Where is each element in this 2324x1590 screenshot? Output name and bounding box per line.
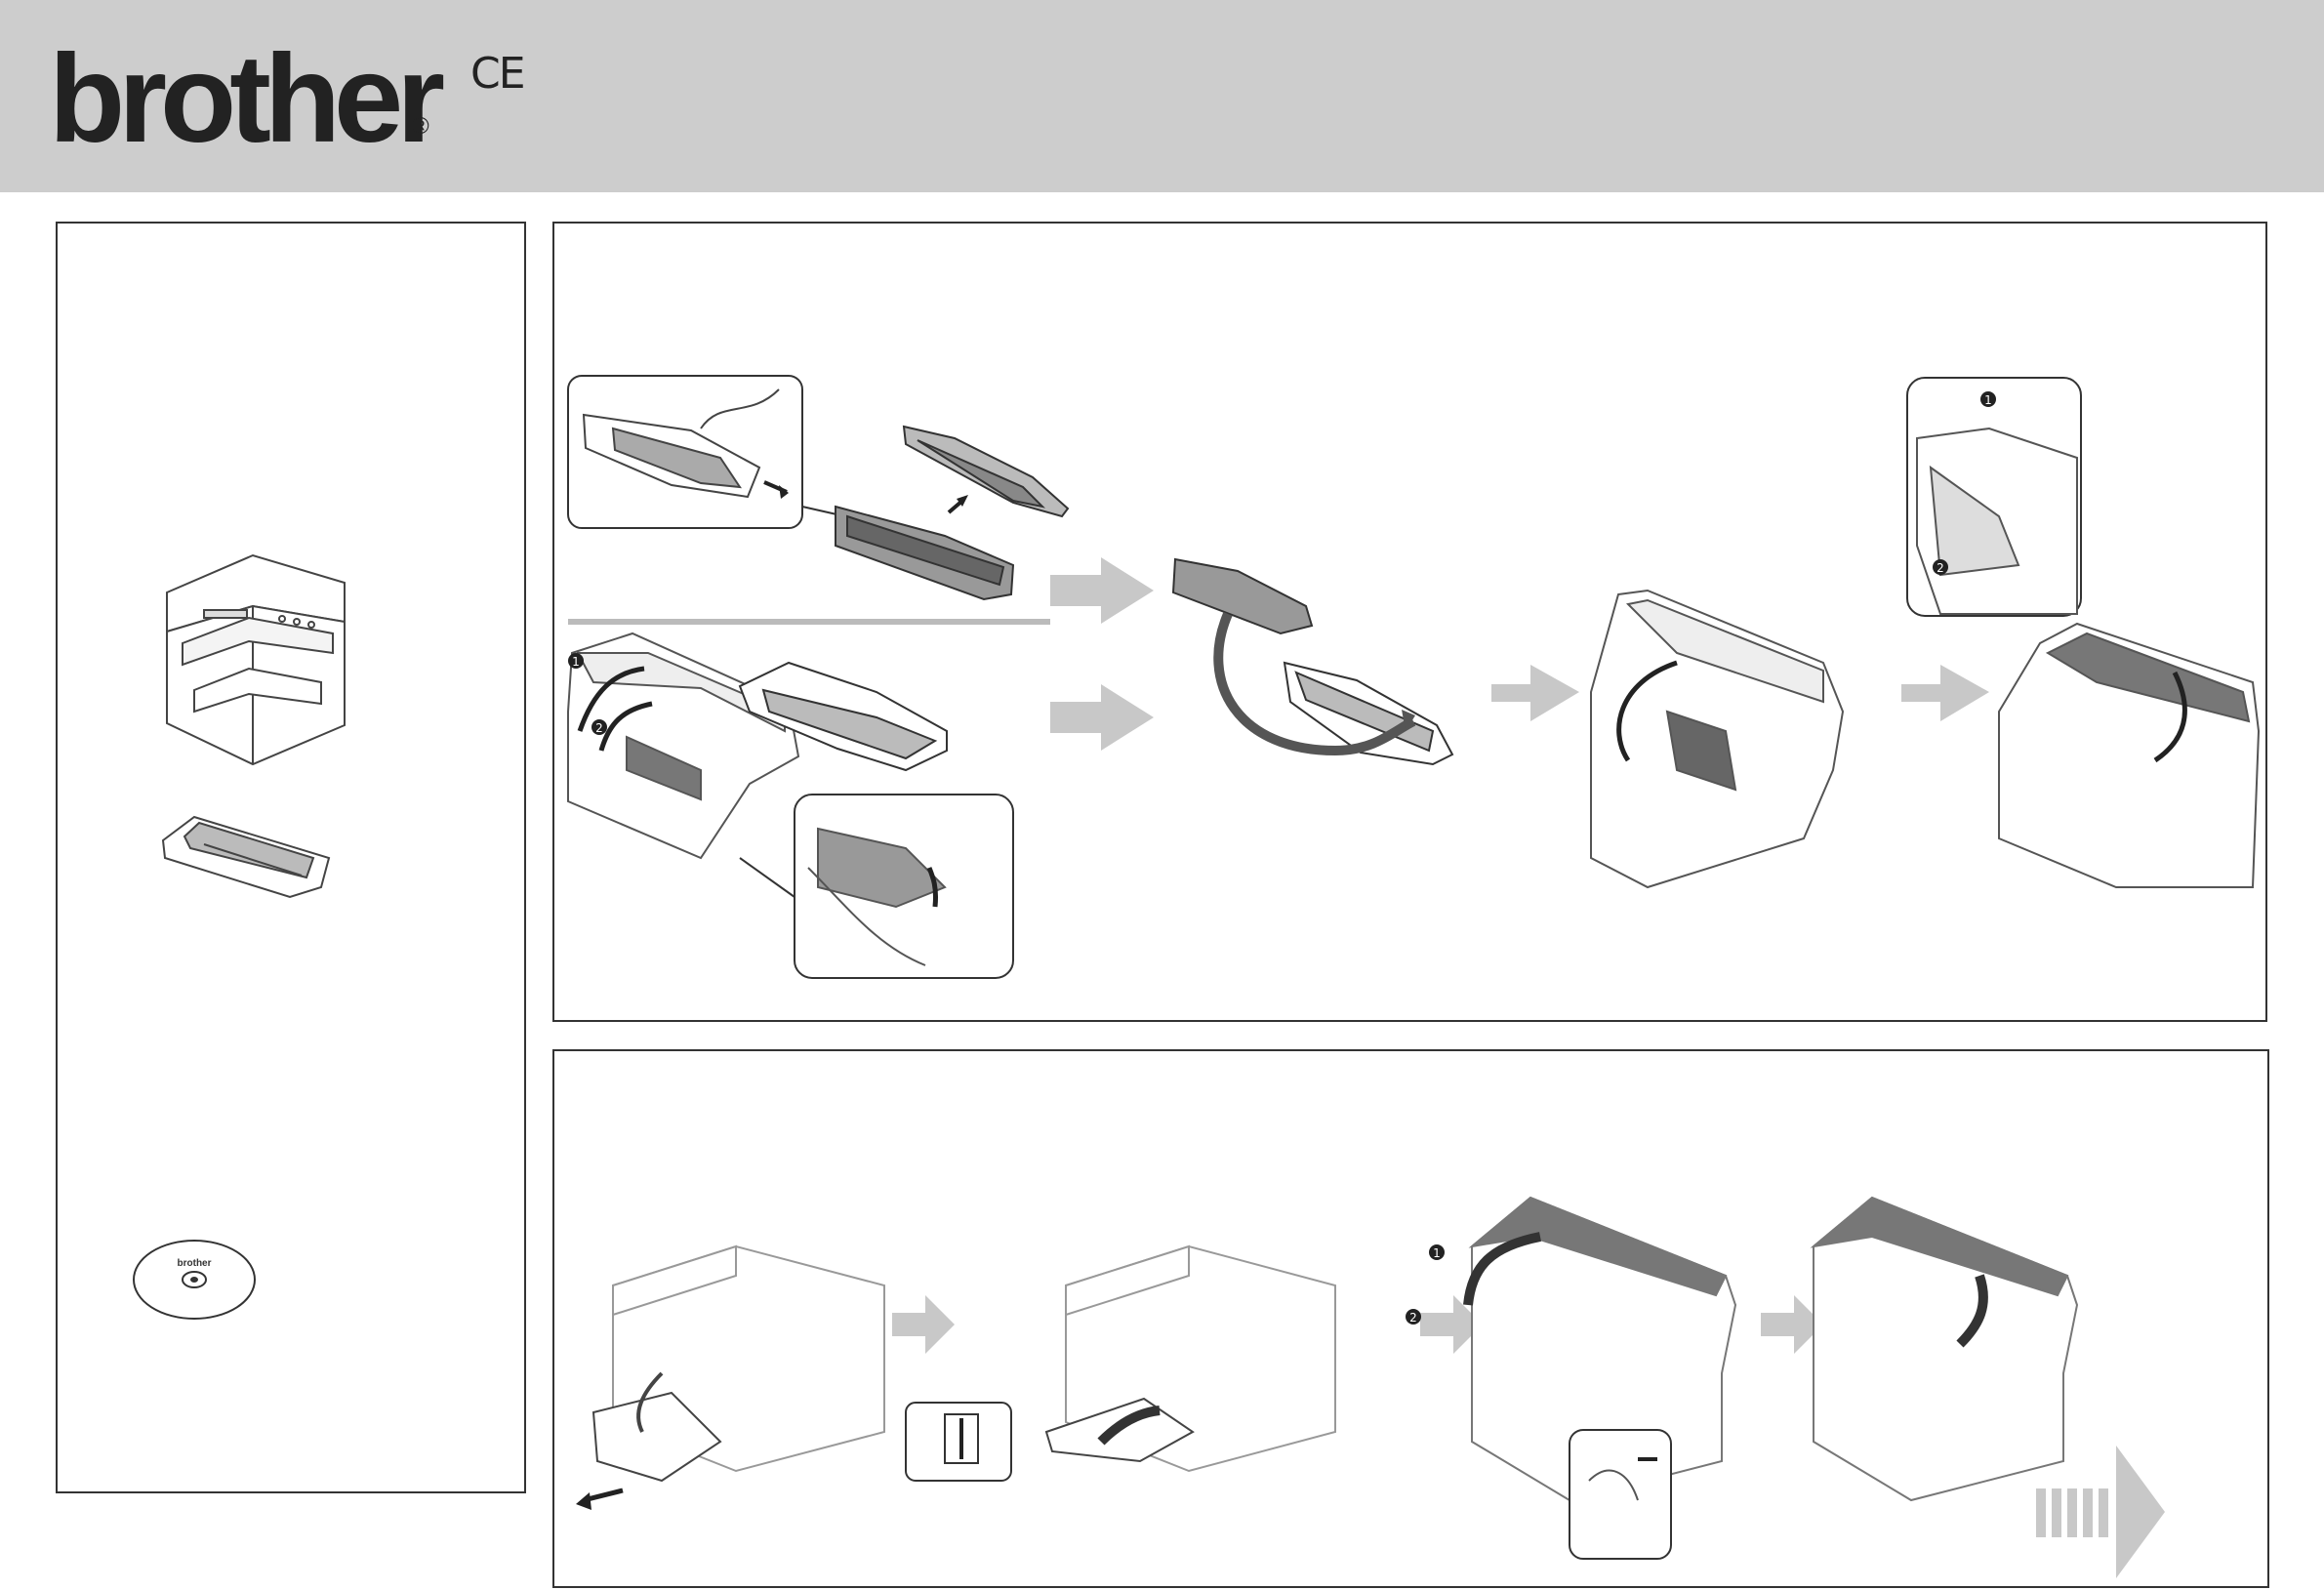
- paper-flow-arrow-1: [892, 1295, 955, 1354]
- open-cover-arrow-2: [598, 701, 653, 752]
- flow-arrow-2: [1050, 684, 1154, 751]
- printer-open-cover-paper: [1468, 1196, 1737, 1502]
- paper-loading-illustrations: 1 2: [576, 1196, 2165, 1578]
- flow-arrow-1: [1050, 557, 1154, 624]
- printer-install-drum: [1590, 589, 1845, 889]
- paper-step-1-marker: [1429, 1244, 1445, 1260]
- step-1-marker: [568, 653, 584, 669]
- close-step-1-label: 1: [1984, 393, 1992, 407]
- next-page-arrow: [2036, 1446, 2165, 1578]
- paper-step-1-label: 1: [1433, 1246, 1441, 1260]
- printer-load-paper: [1044, 1244, 1336, 1473]
- step-2-label: 2: [595, 721, 603, 735]
- close-step-1-marker: [1980, 391, 1996, 407]
- box-contents-illustrations: brother: [133, 553, 346, 1320]
- drum-installation-illustrations: 1 2: [567, 375, 2261, 979]
- paper-step-2-marker: [1406, 1309, 1421, 1325]
- brand-logo: brother: [49, 29, 445, 169]
- step-2-marker: [591, 719, 607, 735]
- ce-mark: CE: [470, 49, 526, 99]
- header-bar: brother ® CE: [0, 0, 2324, 192]
- flow-arrow-3: [1491, 665, 1579, 721]
- toner-cartridge: [835, 505, 1015, 601]
- close-step-2-label: 2: [1937, 561, 1944, 575]
- open-cover-arrow-1: [577, 666, 645, 732]
- paper-flow-arrow-2: [1420, 1295, 1483, 1354]
- registered-mark: ®: [412, 113, 429, 140]
- paper-loading-panel: 1 2: [552, 1049, 2269, 1588]
- printer-illustration: [166, 553, 346, 766]
- paper-flow-arrow-3: [1761, 1295, 1823, 1354]
- drum-unit-bag-illustration: [161, 815, 331, 899]
- drum-unit-assembly: [738, 661, 948, 772]
- cd-brand-label: brother: [178, 1258, 212, 1269]
- release-lever-callout: [1569, 1429, 1672, 1560]
- printer-close-cover: [1998, 622, 2261, 888]
- paper-step-2-label: 2: [1409, 1311, 1417, 1325]
- close-step-2-marker: [1933, 559, 1948, 575]
- printer-open-tray: [591, 1244, 885, 1483]
- step-1-label: 1: [572, 655, 580, 669]
- printer-close-cover-paper: [1810, 1196, 2079, 1502]
- drum-frame-top: [902, 425, 1070, 518]
- flow-arrow-4: [1901, 665, 1989, 721]
- cd-rom-illustration: brother: [133, 1240, 256, 1320]
- insert-arrow: [1213, 612, 1416, 756]
- box-contents-panel: brother: [56, 222, 526, 1493]
- drum-installation-panel: 1 2: [552, 222, 2267, 1022]
